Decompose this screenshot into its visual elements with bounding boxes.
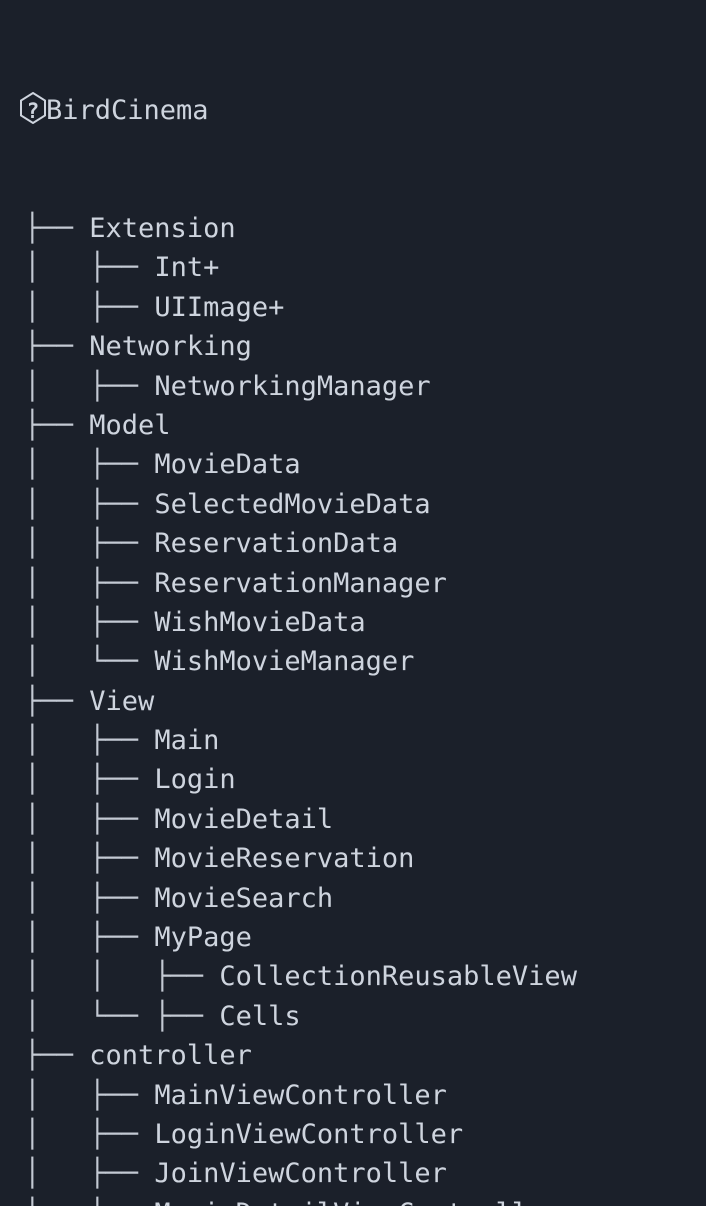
- tree-row: │ ├── Main: [8, 721, 706, 760]
- tree-row: │ ├── JoinViewController: [8, 1154, 706, 1193]
- tree-branch-prefix: │ ├──: [8, 291, 155, 323]
- tree-row: │ ├── MovieData: [8, 445, 706, 484]
- tree-row: │ ├── SelectedMovieData: [8, 485, 706, 524]
- tree-row: │ └── WishMovieManager: [8, 642, 706, 681]
- tree-branch-prefix: │ ├──: [8, 528, 155, 560]
- tree-node-label: Networking: [89, 331, 252, 363]
- tree-row: ├── Networking: [8, 327, 706, 366]
- tree-node-label: MovieData: [154, 449, 301, 481]
- tree-node-label: JoinViewController: [154, 1158, 447, 1190]
- tree-row: │ ├── WishMovieData: [8, 603, 706, 642]
- tree-branch-prefix: │ ├──: [8, 449, 155, 481]
- tree-row: │ ├── ReservationManager: [8, 564, 706, 603]
- tree-branch-prefix: ├──: [8, 213, 90, 245]
- tree-branch-prefix: │ └──: [8, 646, 155, 678]
- package-icon-glyph: ?: [27, 99, 40, 123]
- tree-node-label: MyPage: [154, 922, 252, 954]
- tree-root-label: BirdCinema: [46, 94, 209, 126]
- tree-row: │ ├── Login: [8, 760, 706, 799]
- tree-branch-prefix: │ ├──: [8, 488, 155, 520]
- tree-node-label: Cells: [219, 1000, 301, 1032]
- tree-row: ├── controller: [8, 1036, 706, 1075]
- tree-branch-prefix: ├──: [8, 331, 90, 363]
- tree-node-label: SelectedMovieData: [154, 488, 431, 520]
- tree-row: │ ├── UIImage+: [8, 288, 706, 327]
- tree-row: ├── Model: [8, 406, 706, 445]
- tree-branch-prefix: ├──: [8, 409, 90, 441]
- tree-node-label: Extension: [89, 213, 236, 245]
- tree-node-label: WishMovieManager: [154, 646, 415, 678]
- tree-node-label: MovieDetailViewController: [154, 1198, 560, 1206]
- tree-branch-prefix: │ ├──: [8, 1079, 155, 1111]
- tree-branch-prefix: │ ├──: [8, 882, 155, 914]
- tree-branch-prefix: │ ├──: [8, 1119, 155, 1150]
- tree-node-label: Model: [89, 409, 171, 441]
- tree-row: │ ├── ReservationData: [8, 524, 706, 563]
- tree-node-label: LoginViewController: [154, 1119, 464, 1150]
- tree-row: │ ├── MovieReservation: [8, 839, 706, 878]
- tree-node-label: MovieReservation: [154, 843, 415, 875]
- tree-node-label: CollectionReusableView: [219, 961, 577, 993]
- tree-branch-prefix: │ ├──: [8, 922, 155, 954]
- tree-row: │ ├── MovieSearch: [8, 879, 706, 918]
- tree-branch-prefix: │ └── ├──: [8, 1000, 220, 1032]
- tree-root-row: ?BirdCinema: [8, 91, 706, 130]
- tree-branch-prefix: │ ├──: [8, 764, 155, 796]
- tree-row: │ ├── LoginViewController: [8, 1115, 706, 1154]
- tree-node-label: MovieDetail: [154, 803, 334, 835]
- tree-row: ├── View: [8, 682, 706, 721]
- tree-node-label: MainViewController: [154, 1079, 447, 1111]
- tree-node-label: Int+: [154, 252, 220, 284]
- tree-branch-prefix: │ ├──: [8, 1158, 155, 1190]
- tree-row: │ ├── MainViewController: [8, 1076, 706, 1115]
- tree-node-label: View: [89, 685, 155, 717]
- tree-node-label: WishMovieData: [154, 606, 366, 638]
- tree-branch-prefix: │ ├──: [8, 370, 155, 402]
- tree-row: │ ├── MovieDetail: [8, 800, 706, 839]
- tree-row: │ ├── MyPage: [8, 918, 706, 957]
- tree-branch-prefix: │ ├──: [8, 1198, 154, 1206]
- tree-node-label: ReservationManager: [154, 567, 447, 599]
- tree-node-label: NetworkingManager: [154, 370, 431, 402]
- tree-branch-prefix: │ ├──: [8, 803, 155, 835]
- tree-row: │ └── ├── Cells: [8, 997, 706, 1036]
- tree-branch-prefix: │ ├──: [8, 725, 155, 757]
- tree-row: │ ├── NetworkingManager: [8, 367, 706, 406]
- tree-node-label: controller: [89, 1040, 252, 1072]
- tree-branch-prefix: ├──: [8, 1040, 90, 1072]
- tree-branch-prefix: │ │ ├──: [8, 961, 220, 993]
- tree-row: ├── Extension: [8, 209, 706, 248]
- tree-node-label: MovieSearch: [154, 882, 334, 914]
- tree-branch-prefix: │ ├──: [8, 567, 155, 599]
- tree-branch-prefix: │ ├──: [8, 606, 155, 638]
- tree-rows: ├── Extension │ ├── Int+ │ ├── UIImage+ …: [8, 209, 706, 1206]
- tree-row: │ ├── Int+: [8, 248, 706, 287]
- tree-node-label: UIImage+: [154, 291, 285, 323]
- tree-node-label: Login: [154, 764, 236, 796]
- tree-row: │ ├── MovieDetailViewController: [8, 1194, 706, 1206]
- tree-node-label: Main: [154, 725, 220, 757]
- tree-node-label: ReservationData: [154, 528, 399, 560]
- tree-row: │ │ ├── CollectionReusableView: [8, 957, 706, 996]
- tree-branch-prefix: │ ├──: [8, 252, 155, 284]
- tree-branch-prefix: ├──: [8, 685, 90, 717]
- tree-branch-prefix: │ ├──: [8, 843, 155, 875]
- package-icon: ?: [8, 91, 46, 126]
